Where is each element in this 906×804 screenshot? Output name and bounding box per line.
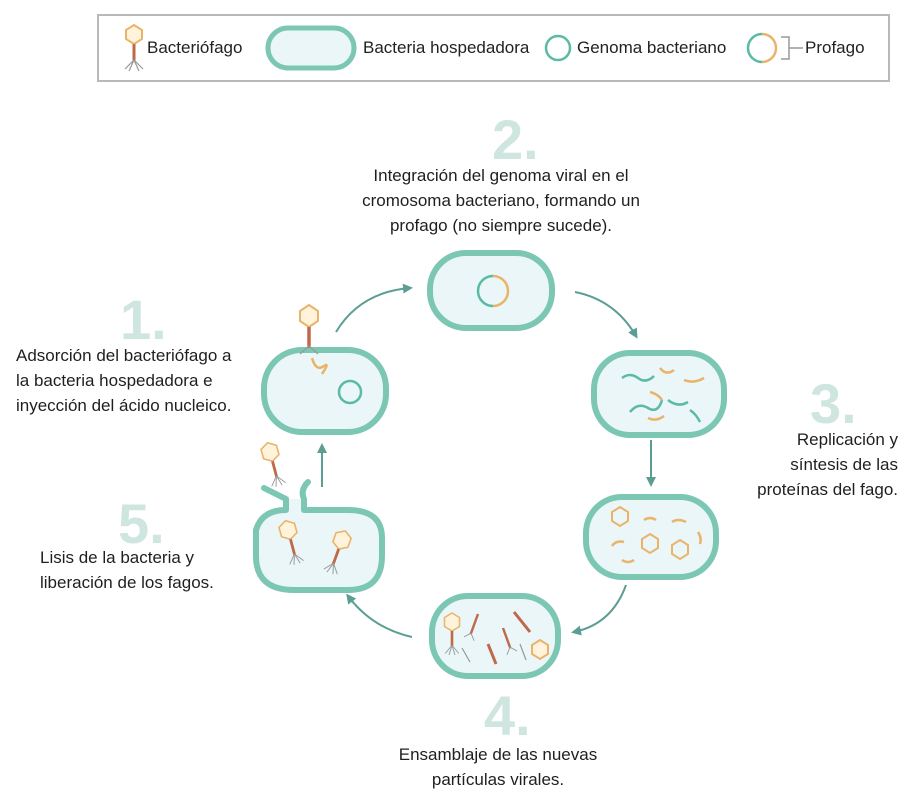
step-2-line-2: cromosoma bacteriano, formando un xyxy=(362,191,640,210)
step-1-line-1: Adsorción del bacteriófago a xyxy=(16,346,232,365)
legend-item-host-bacterium: Bacteria hospedadora xyxy=(265,16,529,80)
legend-item-prophage: Profago xyxy=(745,16,865,80)
arrow-5-to-4 xyxy=(346,593,413,638)
arrow-2-to-3 xyxy=(574,291,638,339)
stage-1-cell xyxy=(261,303,389,435)
legend-label-host-bacterium: Bacteria hospedadora xyxy=(363,38,530,57)
step-3-line-1: Replicación y xyxy=(796,430,898,449)
step-1-description: Adsorción del bacteriófago a la bacteria… xyxy=(16,343,231,418)
step-2-number: 2. xyxy=(492,108,539,171)
step-2-description: Integración del genoma viral en el cromo… xyxy=(356,163,646,238)
legend-item-bacterial-genome: Genoma bacteriano xyxy=(543,16,726,80)
bacterial-genome-icon xyxy=(544,34,572,62)
stage-5-cell xyxy=(253,479,385,593)
host-bacterium-icon xyxy=(265,25,357,71)
step-3-line-3: proteínas del fago. xyxy=(757,480,898,499)
step-5-number: 5. xyxy=(118,492,165,555)
step-2-line-1: Integración del genoma viral en el xyxy=(373,166,629,185)
step-3-description: Replicación y síntesis de las proteínas … xyxy=(738,427,898,502)
stage-4-right-cell xyxy=(583,494,719,580)
arrow-1-to-2 xyxy=(335,283,413,333)
step-4-line-1: Ensamblaje de las nuevas xyxy=(398,745,598,764)
stage-3-cell xyxy=(591,350,727,438)
step-5-description: Lisis de la bacteria y liberación de los… xyxy=(40,545,214,595)
step-1-line-3: inyección del ácido nucleico. xyxy=(16,396,232,415)
legend-label-prophage: Profago xyxy=(805,38,865,57)
legend: Bacteriófago Bacteria hospedadora Genoma… xyxy=(97,14,890,82)
legend-label-bacterial-genome: Genoma bacteriano xyxy=(577,38,727,57)
stage-2-cell xyxy=(427,250,555,331)
step-4-description: Ensamblaje de las nuevas partículas vira… xyxy=(386,742,610,792)
stage-1-phage-icon xyxy=(299,303,319,355)
step-2-line-3: profago (no siempre sucede). xyxy=(389,216,613,235)
arrow-4-to-5 xyxy=(571,584,627,636)
legend-label-bacteriophage: Bacteriófago xyxy=(147,38,243,57)
stage-2-prophage xyxy=(492,274,510,308)
step-3-line-2: síntesis de las xyxy=(790,455,898,474)
step-4-number: 4. xyxy=(484,684,531,747)
step-1-number: 1. xyxy=(120,288,167,351)
prophage-icon xyxy=(746,32,803,64)
step-5-line-2: liberación de los fagos. xyxy=(40,573,214,592)
stage-2-genome xyxy=(476,274,494,308)
stage-4-bottom-cell xyxy=(429,593,561,679)
legend-item-bacteriophage: Bacteriófago xyxy=(121,16,242,80)
step-3-number: 3. xyxy=(810,372,857,435)
bacteriophage-icon xyxy=(124,23,144,72)
step-1-line-2: la bacteria hospedadora e xyxy=(16,371,213,390)
released-phage-icon xyxy=(258,439,289,490)
step-5-line-1: Lisis de la bacteria y xyxy=(40,548,195,567)
step-4-line-2: partículas virales. xyxy=(431,770,565,789)
